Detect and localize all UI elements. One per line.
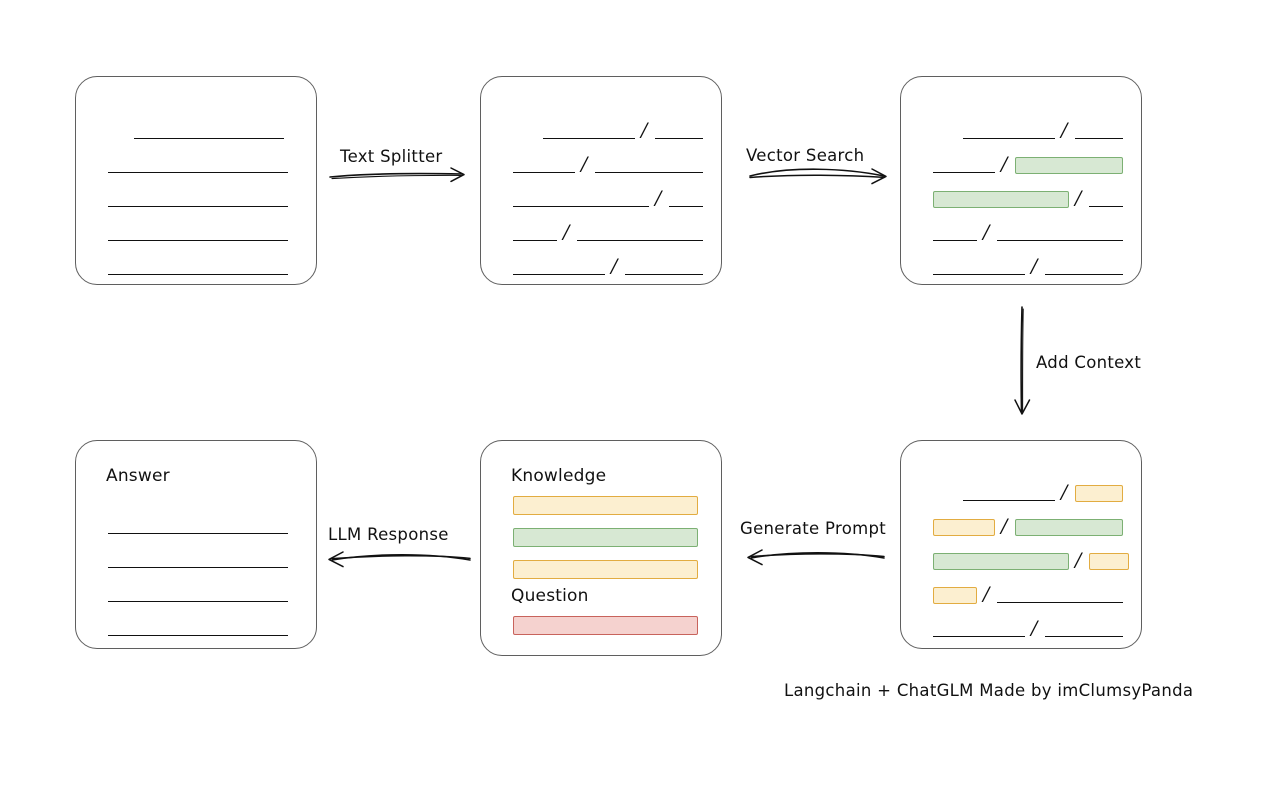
text-line-segment (933, 274, 1025, 275)
slash-separator: / (1061, 481, 1068, 503)
text-line-segment (1045, 636, 1123, 637)
edge-label-vector-search: Vector Search (746, 146, 865, 165)
text-line-segment (108, 240, 288, 241)
slash-separator: / (1061, 119, 1068, 141)
text-line-segment (1045, 274, 1123, 275)
arrow-vector-search (749, 168, 887, 185)
card-matched-chunks[interactable]: / / / / / (900, 76, 1142, 285)
text-line-segment (134, 138, 284, 139)
text-line-segment (108, 635, 288, 636)
slash-separator: / (563, 221, 570, 243)
text-line-segment (963, 138, 1055, 139)
text-line-segment (1089, 206, 1123, 207)
arrow-generate-prompt (747, 549, 885, 566)
slash-separator: / (1031, 255, 1038, 277)
edge-label-text-splitter: Text Splitter (340, 147, 443, 166)
arrow-text-splitter (329, 167, 465, 183)
text-line-segment (543, 138, 635, 139)
arrow-add-context (1014, 306, 1031, 415)
card-context-chunks[interactable]: / / / / / (900, 440, 1142, 649)
prompt-knowledge-heading: Knowledge (511, 466, 607, 486)
highlight-chip-yellow (933, 587, 977, 604)
text-line-segment (513, 274, 605, 275)
text-line-segment (933, 240, 977, 241)
prompt-bar-yellow (513, 560, 698, 579)
text-line-segment (108, 567, 288, 568)
highlight-chip-green (933, 191, 1069, 208)
slash-separator: / (581, 153, 588, 175)
text-line-segment (513, 206, 649, 207)
text-line-segment (513, 240, 557, 241)
text-line-segment (669, 206, 703, 207)
slash-separator: / (983, 583, 990, 605)
text-line-segment (108, 172, 288, 173)
slash-separator: / (641, 119, 648, 141)
text-line-segment (1075, 138, 1123, 139)
text-line-segment (933, 636, 1025, 637)
highlight-chip-yellow (933, 519, 995, 536)
card-prompt[interactable]: Knowledge Question (480, 440, 722, 656)
text-line-segment (108, 274, 288, 275)
prompt-bar-yellow (513, 496, 698, 515)
prompt-question-heading: Question (511, 586, 589, 606)
text-line-segment (625, 274, 703, 275)
slash-separator: / (1001, 153, 1008, 175)
highlight-chip-yellow (1089, 553, 1129, 570)
text-line-segment (577, 240, 703, 241)
text-line-segment (963, 500, 1055, 501)
slash-separator: / (1031, 617, 1038, 639)
text-line-segment (108, 206, 288, 207)
answer-title: Answer (106, 466, 170, 486)
edge-label-llm-response: LLM Response (328, 525, 449, 544)
prompt-bar-green (513, 528, 698, 547)
text-line-segment (595, 172, 703, 173)
edge-label-add-context: Add Context (1036, 353, 1142, 372)
arrow-llm-response (328, 551, 471, 568)
card-split-chunks[interactable]: / / / / / (480, 76, 722, 285)
edge-label-generate-prompt: Generate Prompt (740, 519, 886, 538)
slash-separator: / (1001, 515, 1008, 537)
text-line-segment (933, 172, 995, 173)
slash-separator: / (611, 255, 618, 277)
text-line-segment (997, 602, 1123, 603)
highlight-chip-green (1015, 157, 1123, 174)
text-line-segment (108, 533, 288, 534)
card-answer[interactable]: Answer (75, 440, 317, 649)
prompt-bar-red (513, 616, 698, 635)
footer-credit: Langchain + ChatGLM Made by imClumsyPand… (784, 681, 1194, 700)
slash-separator: / (655, 187, 662, 209)
text-line-segment (655, 138, 703, 139)
highlight-chip-yellow (1075, 485, 1123, 502)
highlight-chip-green (1015, 519, 1123, 536)
slash-separator: / (983, 221, 990, 243)
text-line-segment (513, 172, 575, 173)
highlight-chip-green (933, 553, 1069, 570)
slash-separator: / (1075, 187, 1082, 209)
text-line-segment (108, 601, 288, 602)
card-source-document[interactable] (75, 76, 317, 285)
slash-separator: / (1075, 549, 1082, 571)
text-line-segment (997, 240, 1123, 241)
